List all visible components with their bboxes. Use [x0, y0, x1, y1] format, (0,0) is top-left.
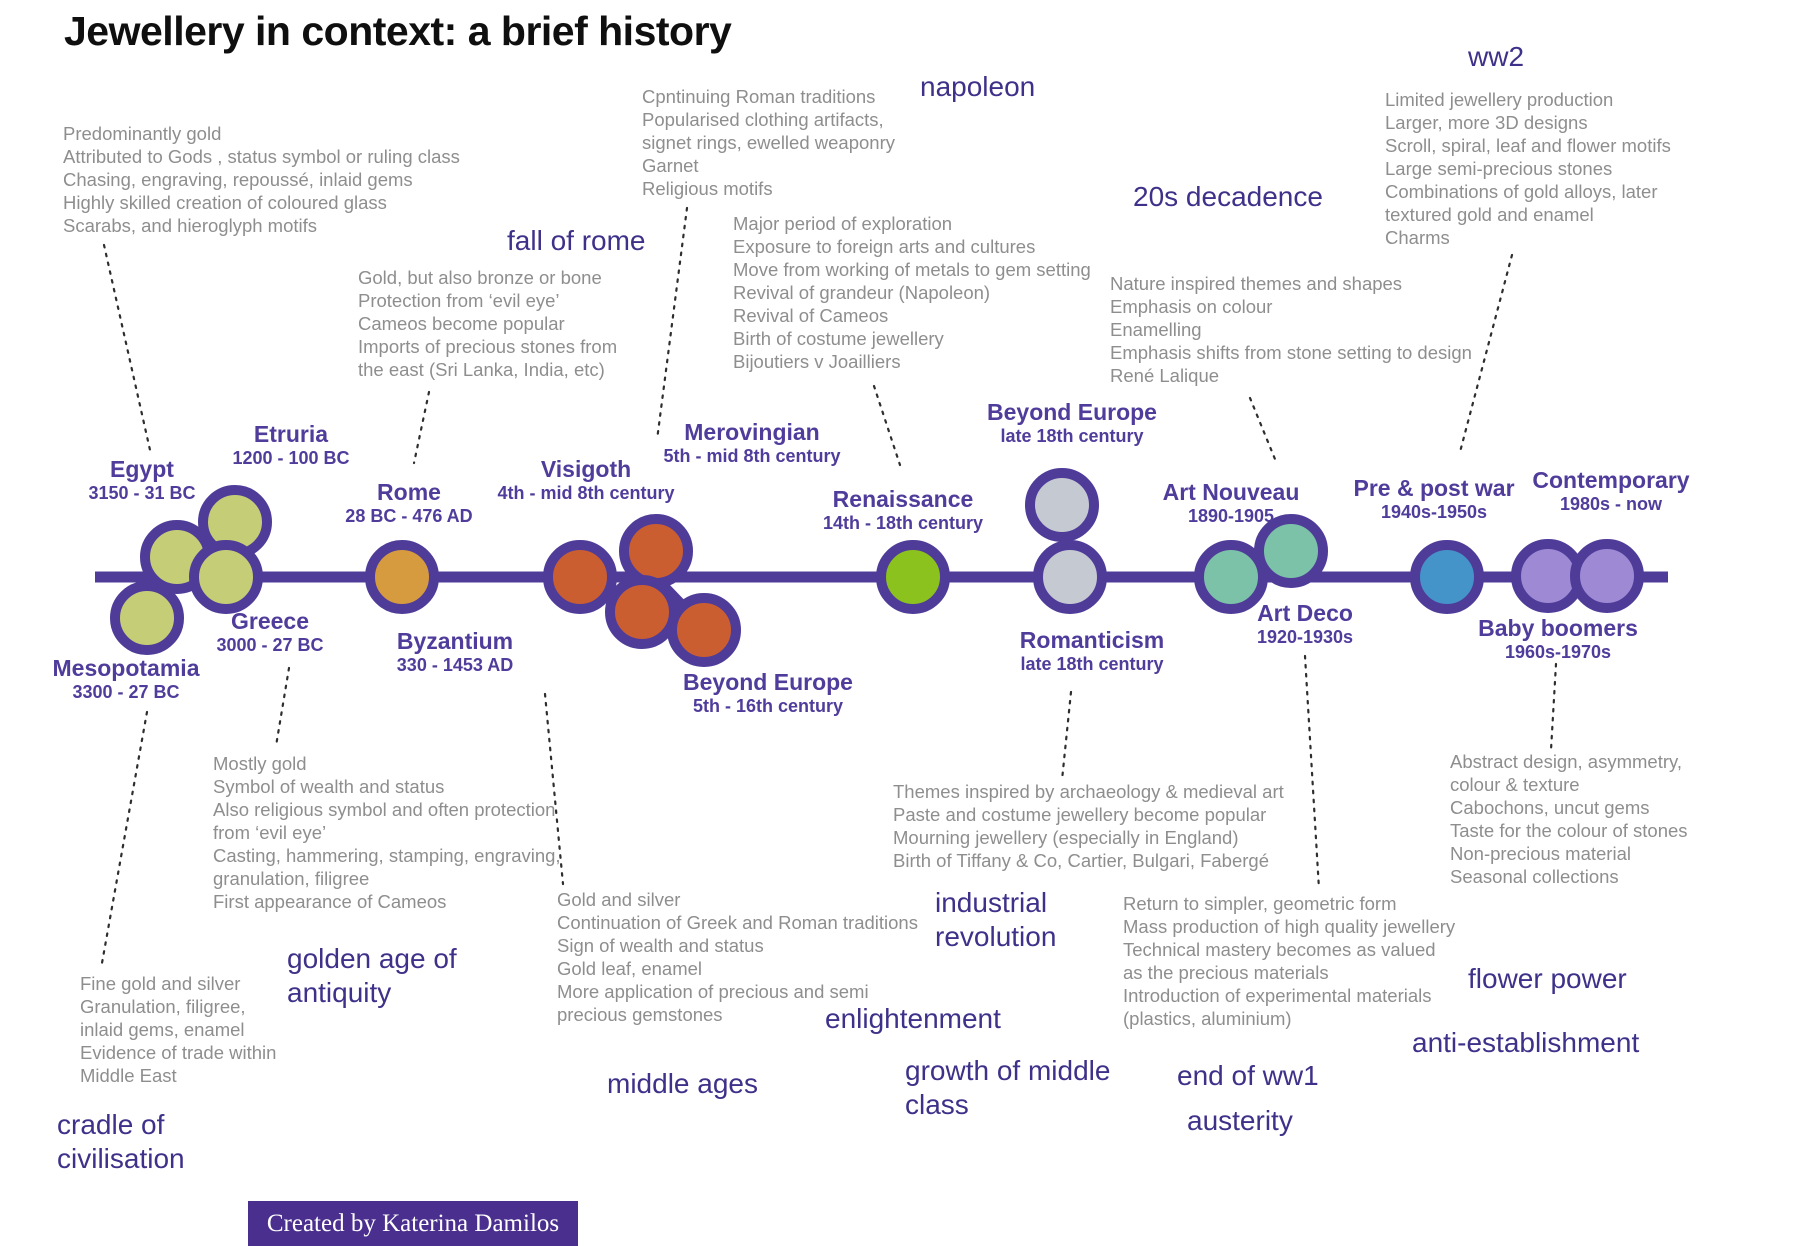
node-label-visigoth: Visigoth 4th - mid 8th century: [497, 456, 674, 504]
connector-merovingian: [655, 206, 689, 442]
node-label-mesopotamia: Mesopotamia 3300 - 27 BC: [53, 655, 200, 703]
node-label-romanticism: Romanticism late 18th century: [1020, 627, 1164, 675]
era-date: 1920-1930s: [1256, 627, 1354, 647]
timeline-node-mesopotamia: [110, 581, 184, 655]
era-date: 4th - mid 8th century: [497, 483, 675, 503]
theme-label-ww2: ww2: [1468, 41, 1525, 72]
theme-label-growth-of-middle-class: growth of middle class: [905, 1055, 1111, 1120]
node-label-etruria: Etruria 1200 - 100 BC: [232, 421, 349, 469]
theme-label-end-of-ww1: end of ww1: [1177, 1060, 1319, 1091]
era-name: Egypt: [110, 456, 174, 482]
annotation-mesopotamia: Fine gold and silver Granulation, filigr…: [80, 973, 277, 1086]
era-name: Etruria: [253, 421, 329, 447]
era-name: Visigoth: [540, 456, 632, 482]
node-label-merovingian: Merovingian 5th - mid 8th century: [663, 419, 840, 467]
theme-label-cradle-of-civilisation: cradle of civilisation: [57, 1109, 185, 1174]
node-label-beyond-europe-18th: Beyond Europe late 18th century: [987, 399, 1157, 447]
era-date: 1940s-1950s: [1380, 502, 1488, 522]
annotation-merovingian: Cpntinuing Roman traditions Popularised …: [642, 86, 895, 199]
era-date: 1960s-1970s: [1504, 642, 1612, 662]
theme-label-flower-power: flower power: [1468, 963, 1627, 994]
annotation-egypt: Predominantly gold Attributed to Gods , …: [63, 123, 460, 236]
era-name: Greece: [230, 608, 309, 634]
timeline-node-beyond-europe-18th: [1025, 468, 1099, 542]
era-name: Romanticism: [1019, 627, 1165, 653]
annotation-byzantium: Gold and silver Continuation of Greek an…: [557, 889, 918, 1025]
theme-label-middle-ages: middle ages: [607, 1068, 758, 1099]
node-label-art-deco: Art Deco 1920-1930s: [1257, 600, 1353, 648]
era-name: Art Nouveau: [1162, 479, 1300, 505]
connector-romanticism: [1060, 690, 1073, 782]
era-date: 1890-1905: [1187, 506, 1275, 526]
annotation-rome: Gold, but also bronze or bone Protection…: [358, 267, 618, 380]
era-name: Art Deco: [1257, 600, 1353, 626]
connector-baby-boomers: [1549, 662, 1558, 752]
era-date: 3000 - 27 BC: [216, 635, 324, 655]
credit-badge: Created by Katerina Damilos: [248, 1201, 578, 1246]
era-name: Beyond Europe: [987, 399, 1157, 425]
era-date: 14th - 18th century: [822, 513, 984, 533]
timeline-node-romanticism: [1033, 540, 1107, 614]
era-name: Contemporary: [1532, 467, 1690, 493]
timeline-node-pre-post-war: [1410, 540, 1484, 614]
connector-greece: [274, 666, 291, 748]
annotation-ww2: Limited jewellery production Larger, mor…: [1385, 89, 1671, 248]
timeline-node-greece: [189, 540, 263, 614]
era-name: Rome: [377, 479, 441, 505]
era-date: 1980s - now: [1559, 494, 1663, 514]
era-date: 330 - 1453 AD: [396, 655, 514, 675]
connector-egypt: [102, 243, 152, 452]
connector-art-deco: [1303, 654, 1321, 891]
era-name: Baby boomers: [1478, 615, 1638, 641]
annotation-art-nouveau: Nature inspired themes and shapes Emphas…: [1110, 273, 1472, 386]
era-name: Beyond Europe: [683, 669, 853, 695]
era-name: Byzantium: [396, 628, 514, 654]
connector-art-nouveau: [1248, 396, 1279, 466]
theme-label-golden-age-of-antiquity: golden age of antiquity: [287, 943, 457, 1008]
theme-label-enlightenment: enlightenment: [825, 1003, 1001, 1034]
credit-text: Created by Katerina Damilos: [266, 1209, 560, 1237]
era-name: Merovingian: [684, 419, 820, 445]
node-label-greece: Greece 3000 - 27 BC: [216, 608, 323, 656]
era-date: 1200 - 100 BC: [232, 448, 350, 468]
era-name: Mesopotamia: [52, 655, 200, 681]
theme-label-industrial-revolution: industrial revolution: [935, 887, 1057, 952]
theme-label-fall-of-rome: fall of rome: [507, 225, 646, 256]
timeline-node-renaissance: [876, 540, 950, 614]
era-date: 3150 - 31 BC: [88, 483, 196, 503]
era-date: 28 BC - 476 AD: [345, 506, 473, 526]
timeline-node-beyond-europe-medieval: [667, 593, 741, 667]
node-label-byzantium: Byzantium 330 - 1453 AD: [397, 628, 513, 676]
era-date: 5th - 16th century: [692, 696, 844, 716]
era-date: late 18th century: [1000, 426, 1144, 446]
annotation-baby-boomers: Abstract design, asymmetry, colour & tex…: [1450, 751, 1688, 887]
connector-mesopotamia: [100, 710, 149, 965]
era-date: late 18th century: [1020, 654, 1164, 674]
era-date: 5th - mid 8th century: [663, 446, 841, 466]
theme-label-austerity: austerity: [1187, 1105, 1293, 1136]
connector-renaissance: [872, 384, 902, 467]
theme-label-anti-establishment: anti-establishment: [1412, 1027, 1640, 1058]
page-title: Jewellery in context: a brief history: [64, 8, 732, 54]
node-label-beyond-europe-medieval: Beyond Europe 5th - 16th century: [683, 669, 853, 717]
annotation-renaissance: Major period of exploration Exposure to …: [733, 213, 1091, 372]
annotation-art-deco: Return to simpler, geometric form Mass p…: [1123, 893, 1456, 1029]
node-label-baby-boomers: Baby boomers 1960s-1970s: [1478, 615, 1638, 663]
theme-label-napoleon: napoleon: [920, 71, 1036, 102]
theme-label-20s-decadence: 20s decadence: [1133, 181, 1323, 212]
connector-rome: [412, 390, 431, 465]
era-name: Renaissance: [832, 486, 974, 512]
node-label-contemporary: Contemporary 1980s - now: [1532, 467, 1689, 515]
timeline-node-contemporary: [1570, 539, 1644, 613]
era-date: 3300 - 27 BC: [72, 682, 180, 702]
node-label-art-nouveau: Art Nouveau 1890-1905: [1163, 479, 1300, 527]
node-label-renaissance: Renaissance 14th - 18th century: [823, 486, 983, 534]
annotation-greece: Mostly gold Symbol of wealth and status …: [213, 753, 561, 912]
timeline-node-rome: [365, 540, 439, 614]
node-label-pre-post-war: Pre & post war 1940s-1950s: [1353, 475, 1514, 523]
node-label-egypt: Egypt 3150 - 31 BC: [88, 456, 195, 504]
annotation-romanticism: Themes inspired by archaeology & medieva…: [893, 781, 1284, 871]
era-name: Pre & post war: [1353, 475, 1515, 501]
node-label-rome: Rome 28 BC - 476 AD: [345, 479, 472, 527]
